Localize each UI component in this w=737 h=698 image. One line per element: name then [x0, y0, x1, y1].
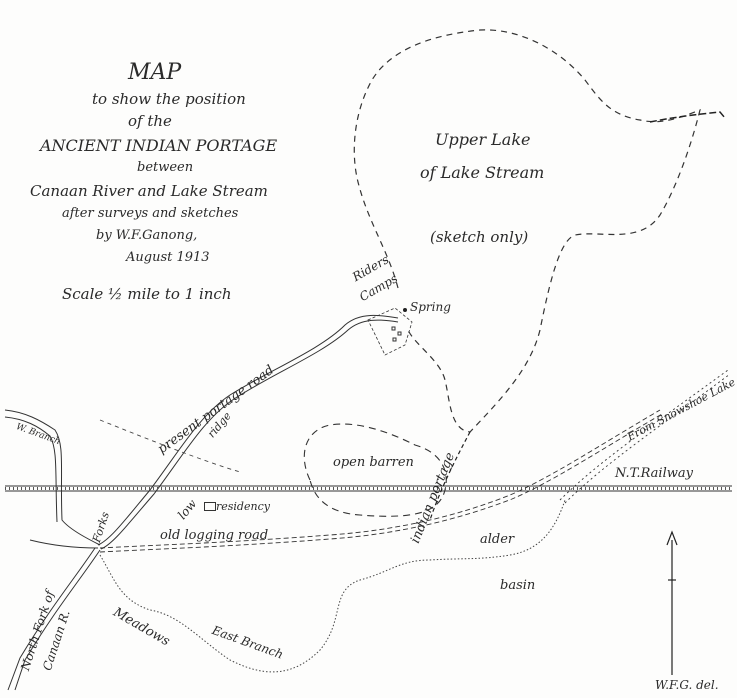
snowshoe-lake-trail [559, 369, 729, 501]
signature: W.F.G. del. [655, 678, 719, 692]
present-portage-road [97, 314, 399, 546]
title-line-3: of the [128, 112, 172, 130]
map-title: MAP [128, 60, 182, 85]
label-spring: Spring [410, 300, 451, 314]
title-line-4: ANCIENT INDIAN PORTAGE [40, 136, 278, 155]
label-upper-lake: Upper Lake [435, 130, 531, 149]
title-line-8: by W.F.Ganong, [96, 228, 198, 243]
label-alder: alder [480, 532, 515, 547]
title-line-5: between [137, 160, 194, 175]
north-arrow [666, 530, 678, 675]
upper-lake-shoreline [353, 29, 701, 433]
old-logging-road [99, 409, 661, 549]
map-scale: Scale ½ mile to 1 inch [62, 285, 232, 303]
label-nt-railway: N.T.Railway [615, 466, 693, 481]
label-residency: residency [216, 500, 270, 513]
title-line-2: to show the position [92, 90, 246, 108]
label-of-lake-stream: of Lake Stream [420, 163, 545, 182]
title-line-7: after surveys and sketches [62, 206, 239, 221]
title-line-9: August 1913 [126, 250, 210, 265]
east-branch-stream [99, 499, 566, 673]
north-fork-stream [14, 549, 101, 691]
low-ridge [99, 419, 241, 473]
inlet-stream [649, 111, 726, 123]
label-open-barren: open barren [333, 455, 414, 470]
open-barren-outline [303, 423, 447, 517]
railway [5, 485, 732, 492]
title-line-6: Canaan River and Lake Stream [30, 182, 268, 200]
residency-marker [204, 502, 216, 511]
indian-portage-trail [429, 431, 471, 521]
label-sketch-only: (sketch only) [430, 228, 529, 246]
label-basin: basin [500, 578, 536, 593]
label-old-logging-road: old logging road [160, 528, 269, 543]
west-branch-stream [4, 409, 101, 546]
